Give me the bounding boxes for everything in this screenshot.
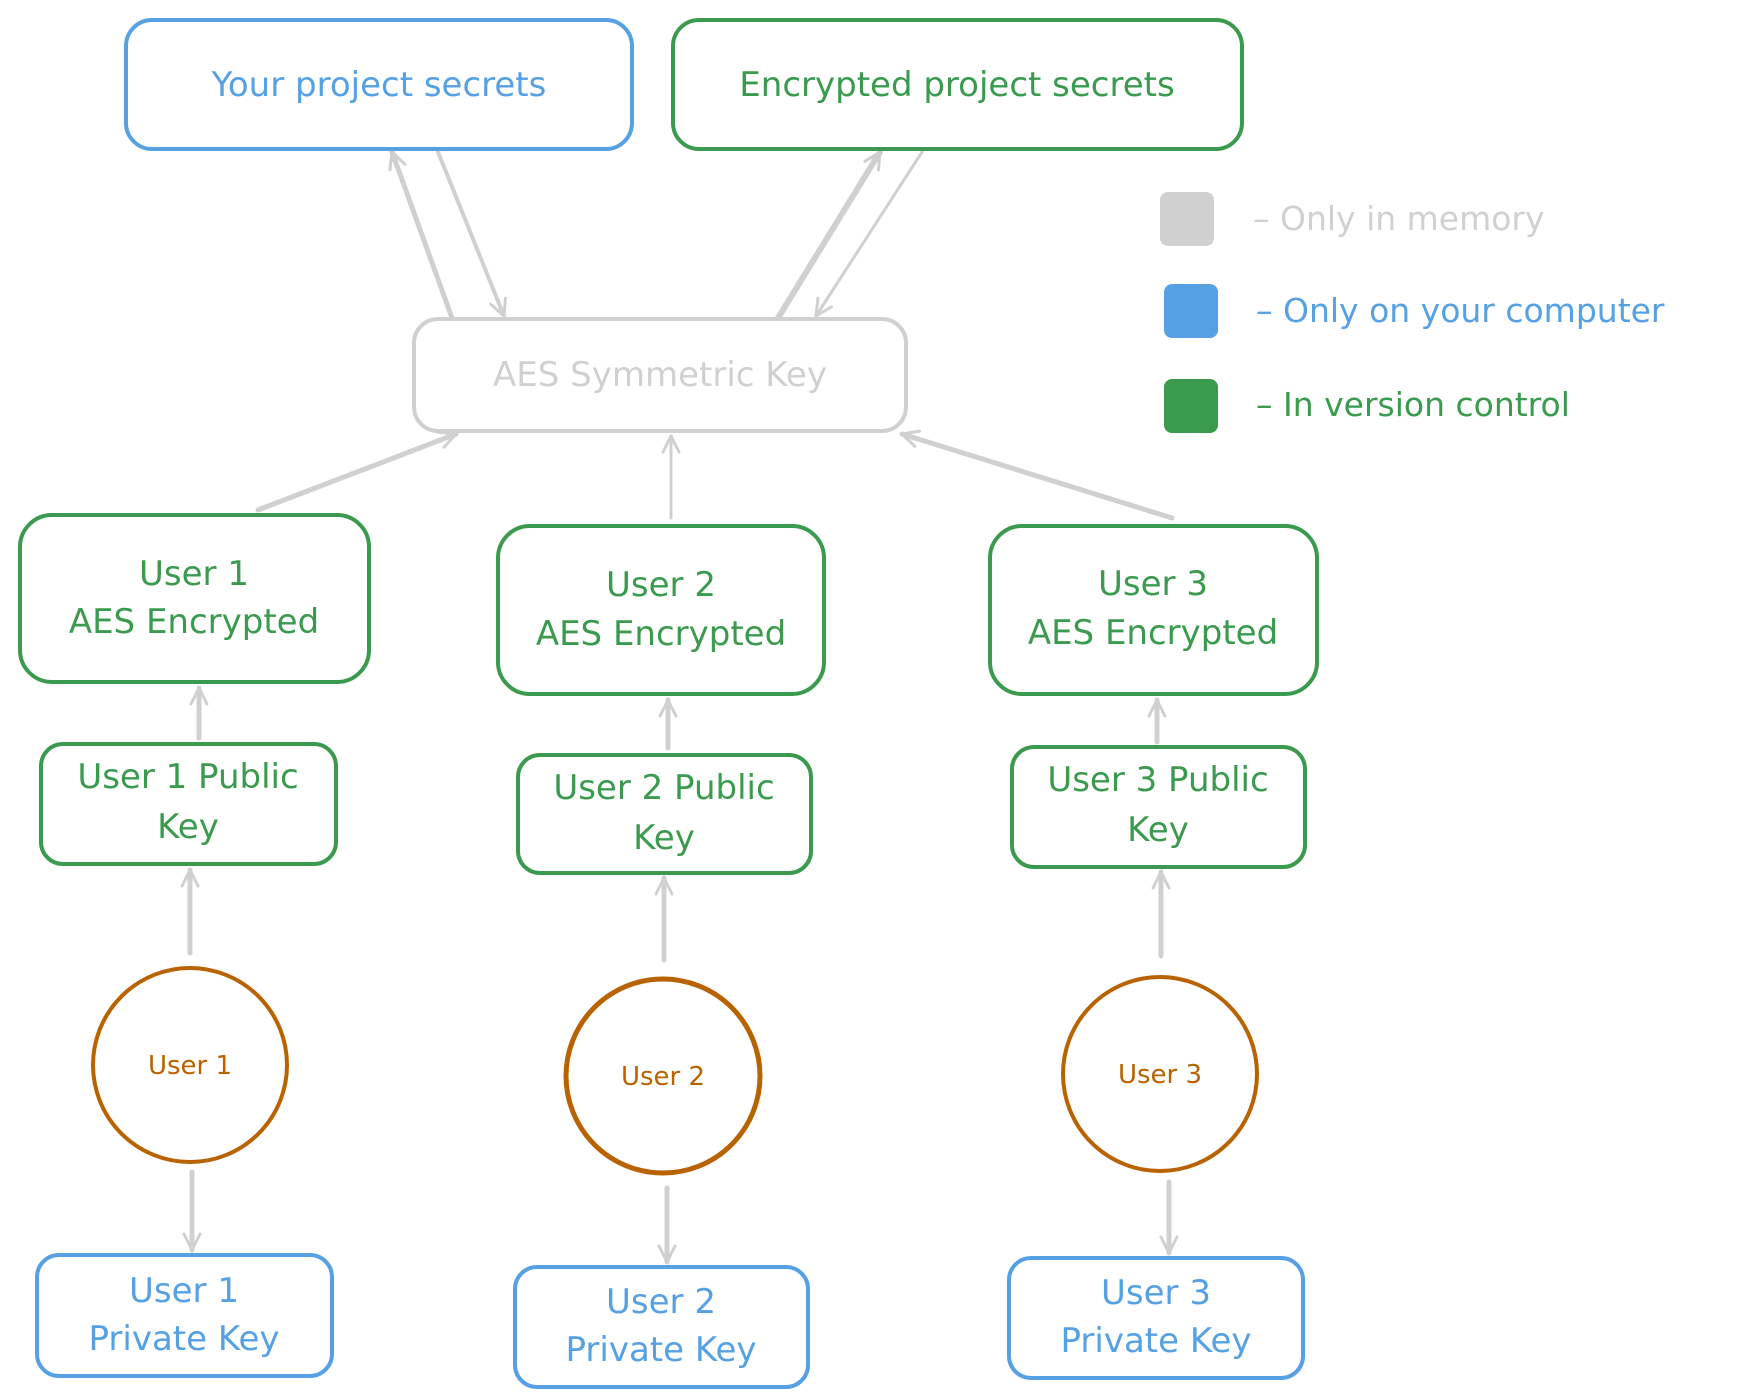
user1-name: User 1 [148, 1051, 232, 1081]
user3-public-key-box: User 3 Public Key [1010, 745, 1307, 869]
legend-item-memory: – Only in memory [1160, 192, 1545, 246]
user3-encrypted-line2: AES Encrypted [1028, 613, 1278, 653]
legend: – Only in memory – Only on your computer… [1160, 192, 1665, 433]
user3-public-key-line2: Key [1127, 810, 1189, 850]
legend-swatch-memory [1160, 192, 1214, 246]
arrow-aes-to-project-secrets [388, 149, 455, 321]
user2-private-key-line2: Private Key [566, 1330, 757, 1370]
user1-private-key-line2: Private Key [89, 1319, 280, 1359]
user1-private-key-line1: User 1 [129, 1271, 239, 1311]
user1-private-key-box: User 1 Private Key [35, 1253, 334, 1378]
aes-key-box: AES Symmetric Key [412, 317, 908, 433]
encrypted-secrets-box: Encrypted project secrets [671, 18, 1244, 151]
user1-public-key-line2: Key [157, 807, 219, 847]
legend-label-computer: – Only on your computer [1256, 291, 1665, 330]
arrow-aes-to-encrypted-secrets [775, 149, 883, 321]
legend-label-memory: – Only in memory [1253, 199, 1545, 238]
user3-public-key-line1: User 3 Public [1047, 760, 1268, 800]
arrow-user3-encrypted-to-aes [899, 429, 1175, 521]
user3-node: User 3 [1061, 975, 1259, 1173]
arrow-encrypted-secrets-to-aes [814, 150, 924, 318]
aes-key-label: AES Symmetric Key [493, 355, 827, 395]
legend-swatch-version-control [1164, 379, 1218, 433]
user3-name: User 3 [1118, 1060, 1202, 1090]
legend-label-version-control: – In version control [1256, 385, 1570, 424]
project-secrets-box: Your project secrets [124, 18, 634, 151]
arrow-user1-encrypted-to-aes [255, 430, 459, 513]
user2-name: User 2 [621, 1062, 705, 1092]
legend-swatch-computer [1164, 284, 1218, 338]
user2-encrypted-line1: User 2 [606, 565, 716, 605]
user2-private-key-box: User 2 Private Key [513, 1265, 810, 1389]
project-secrets-label: Your project secrets [211, 65, 547, 105]
user3-private-key-line2: Private Key [1061, 1321, 1252, 1361]
user1-public-key-box: User 1 Public Key [39, 742, 338, 866]
user1-encrypted-line2: AES Encrypted [69, 602, 319, 642]
user3-private-key-line1: User 3 [1101, 1273, 1211, 1313]
arrows [180, 149, 1179, 1265]
user1-encrypted-line1: User 1 [139, 554, 249, 594]
user2-node: User 2 [563, 976, 763, 1176]
legend-item-version-control: – In version control [1164, 379, 1570, 433]
legend-item-computer: – Only on your computer [1164, 284, 1665, 338]
user1-node: User 1 [91, 966, 289, 1164]
user2-encrypted-box: User 2 AES Encrypted [496, 524, 826, 696]
encrypted-secrets-label: Encrypted project secrets [739, 65, 1174, 105]
user1-public-key-line1: User 1 Public [77, 757, 298, 797]
user2-public-key-line2: Key [633, 818, 695, 858]
user3-encrypted-line1: User 3 [1098, 564, 1208, 604]
user1-encrypted-box: User 1 AES Encrypted [18, 513, 371, 684]
user2-public-key-line1: User 2 Public [553, 768, 774, 808]
user3-encrypted-box: User 3 AES Encrypted [988, 524, 1319, 696]
user2-public-key-box: User 2 Public Key [516, 753, 813, 875]
user2-private-key-line1: User 2 [606, 1282, 716, 1322]
user3-private-key-box: User 3 Private Key [1007, 1256, 1305, 1380]
arrow-project-secrets-to-aes [436, 150, 507, 318]
user2-encrypted-line2: AES Encrypted [536, 614, 786, 654]
